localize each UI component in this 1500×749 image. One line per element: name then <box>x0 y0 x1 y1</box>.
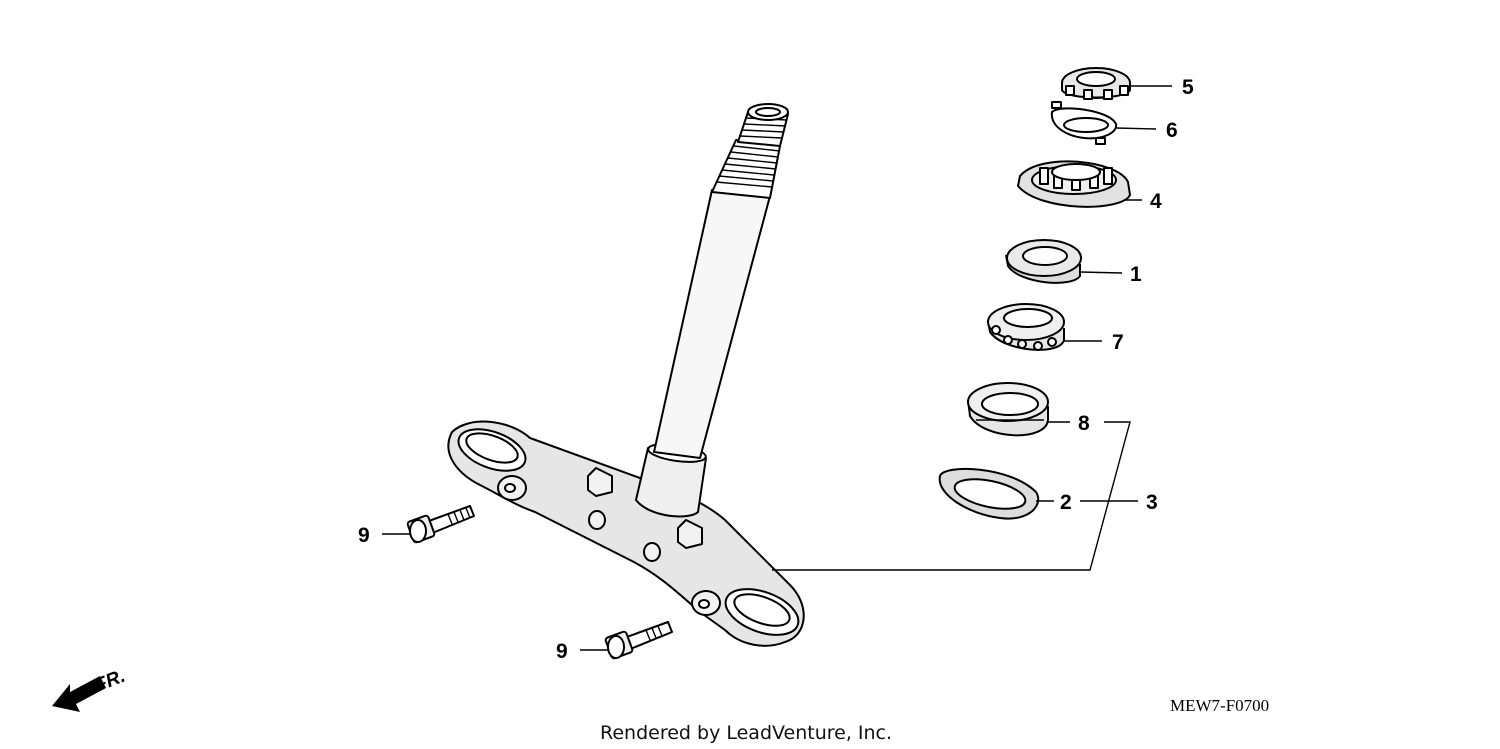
leader-lines <box>382 85 1172 651</box>
dust-seal-part[interactable] <box>1005 239 1082 284</box>
thread-lines <box>715 145 781 188</box>
roller-bearing-part[interactable] <box>987 303 1065 351</box>
front-label: FR. <box>92 666 128 697</box>
callout-9-lower: 9 <box>556 640 568 663</box>
callout-8: 8 <box>1078 412 1090 435</box>
callout-4: 4 <box>1150 190 1162 213</box>
adjusting-nut-part[interactable] <box>1017 160 1131 208</box>
bolt-lower[interactable] <box>604 621 673 660</box>
lower-race-part[interactable] <box>938 467 1040 520</box>
bolt-upper[interactable] <box>406 505 475 544</box>
callout-6: 6 <box>1166 119 1178 142</box>
callout-9-upper: 9 <box>358 524 370 547</box>
top-thread-lines <box>739 117 788 139</box>
lock-nut-part[interactable] <box>1061 67 1131 100</box>
lower-bearing-part[interactable] <box>967 382 1049 437</box>
callout-1: 1 <box>1130 263 1142 286</box>
diagram-code: MEW7-F0700 <box>1170 696 1269 715</box>
front-direction-arrow-icon: FR. <box>52 666 128 712</box>
callout-5: 5 <box>1182 76 1194 99</box>
credit-text: Rendered by LeadVenture, Inc. <box>600 722 892 744</box>
lock-washer-part[interactable] <box>1050 101 1118 145</box>
steering-stem-assembly[interactable] <box>447 103 805 647</box>
callout-7: 7 <box>1112 331 1124 354</box>
callout-2: 2 <box>1060 491 1072 514</box>
callout-3: 3 <box>1146 491 1158 514</box>
